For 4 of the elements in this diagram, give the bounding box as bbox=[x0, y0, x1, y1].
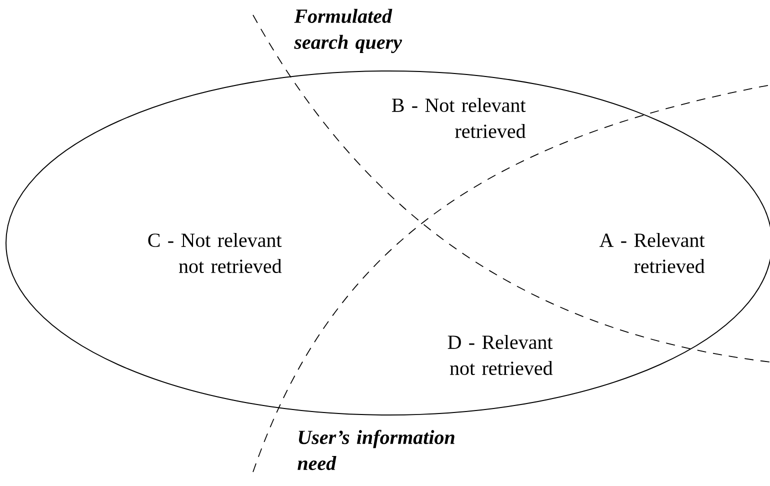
region-label: D - Relevant not retrieved bbox=[448, 334, 553, 376]
region-label: B - Not relevant retrieved bbox=[392, 98, 526, 138]
region-label: C - Not relevant not retrieved bbox=[148, 232, 282, 274]
region-label: A - Relevant retrieved bbox=[599, 232, 705, 274]
